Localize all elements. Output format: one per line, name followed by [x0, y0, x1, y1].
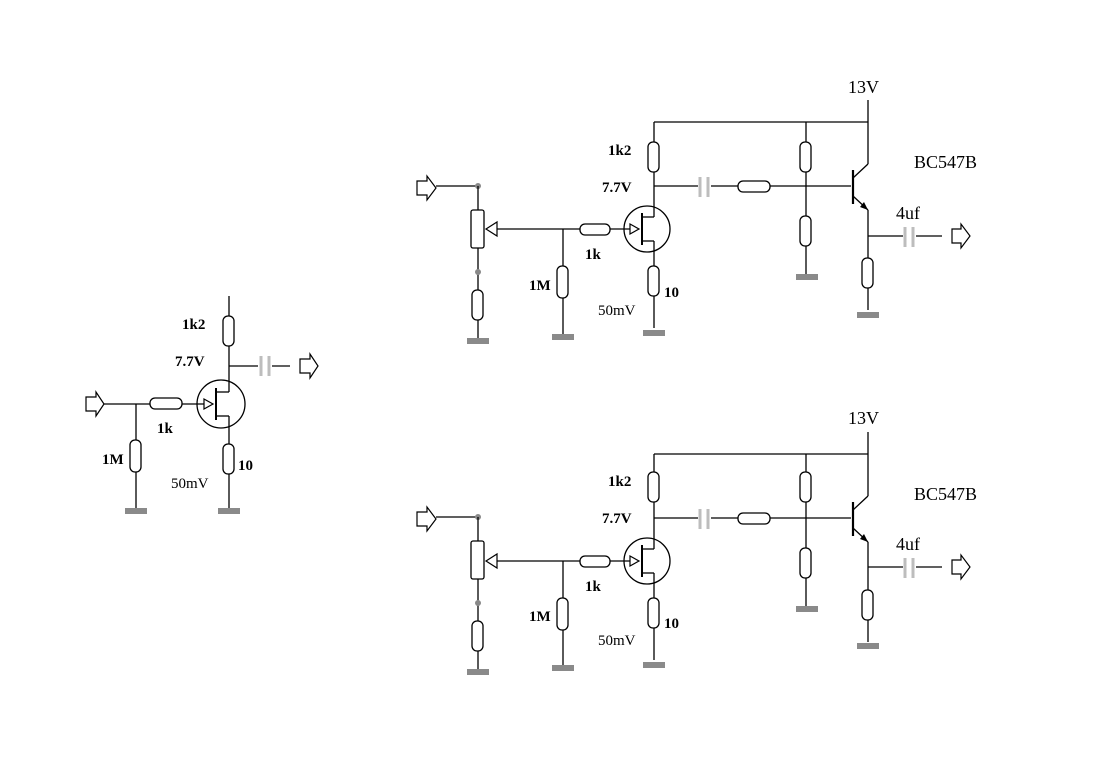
gate-resistor: [149, 397, 183, 410]
jfet-circle: [196, 379, 246, 429]
gate-leak-label: 1M: [529, 278, 551, 294]
source-resistor-label: 10: [664, 616, 679, 632]
ground-symbol: [467, 338, 489, 344]
drain-resistor-label: 1k2: [182, 317, 205, 333]
potentiometer: [470, 540, 485, 580]
ground-symbol: [552, 334, 574, 340]
gate-leak-label: 1M: [529, 609, 551, 625]
gate-resistor: [579, 223, 611, 236]
ground-symbol: [125, 508, 147, 514]
transistor-label: BC547B: [914, 152, 977, 172]
input-arrow: [416, 174, 437, 202]
gate-leak-label: 1M: [102, 452, 124, 468]
gate-resistor-label: 1k: [585, 247, 602, 263]
drain-voltage-label: 7.7V: [602, 511, 632, 527]
amplifier-stage-top: 13V 1k2 7.7V 1k 1M 10 50mV BC547B 4uf: [416, 77, 977, 344]
ground-symbol: [796, 274, 818, 280]
drain-resistor-label: 1k2: [608, 143, 631, 159]
source-voltage-label: 50mV: [598, 303, 636, 319]
drain-resistor: [647, 471, 660, 503]
input-arrow: [85, 390, 105, 418]
emitter-resistor: [861, 257, 874, 289]
jfet-circle: [623, 205, 671, 253]
gate-leak-resistor: [556, 265, 569, 299]
ground-symbol: [857, 643, 879, 649]
output-arrow: [951, 553, 971, 581]
source-resistor-label: 10: [664, 285, 679, 301]
supply-label: 13V: [848, 77, 879, 97]
drain-resistor-label: 1k2: [608, 474, 631, 490]
bias-resistor-upper: [799, 141, 812, 173]
drain-voltage-label: 7.7V: [602, 180, 632, 196]
gate-leak-resistor: [129, 439, 142, 473]
ground-symbol: [218, 508, 240, 514]
supply-label: 13V: [848, 408, 879, 428]
source-resistor: [647, 265, 660, 297]
source-resistor-label: 10: [238, 458, 253, 474]
ground-symbol: [552, 665, 574, 671]
gate-resistor: [579, 555, 611, 568]
ground-symbol: [467, 669, 489, 675]
input-arrow: [416, 505, 437, 533]
source-voltage-label: 50mV: [171, 476, 209, 492]
output-cap-label: 4uf: [896, 203, 920, 223]
potentiometer: [470, 209, 485, 249]
ground-symbol: [857, 312, 879, 318]
gate-resistor-label: 1k: [585, 579, 602, 595]
simple-jfet-stage: 1k2 7.7V 1k 1M 10 50mV: [85, 296, 319, 514]
output-arrow: [951, 222, 971, 250]
source-resistor: [222, 443, 235, 475]
emitter-resistor: [861, 589, 874, 621]
drain-resistor: [222, 315, 235, 347]
ground-symbol: [643, 330, 665, 336]
source-resistor: [647, 597, 660, 629]
bias-resistor-lower: [799, 547, 812, 579]
output-arrow: [299, 352, 319, 380]
transistor-label: BC547B: [914, 484, 977, 504]
ground-symbol: [796, 606, 818, 612]
jfet-circle: [623, 537, 671, 585]
output-cap-label: 4uf: [896, 534, 920, 554]
ground-symbol: [643, 662, 665, 668]
bias-resistor-upper: [799, 471, 812, 503]
drain-voltage-label: 7.7V: [175, 354, 205, 370]
source-voltage-label: 50mV: [598, 633, 636, 649]
bias-resistor-lower: [799, 215, 812, 247]
gate-leak-resistor: [556, 597, 569, 631]
gate-resistor-label: 1k: [157, 421, 174, 437]
drain-resistor: [647, 141, 660, 173]
amplifier-stage-bottom: 13V 1k2 7.7V 1k 1M 10 50mV BC547B 4uf: [416, 408, 977, 675]
